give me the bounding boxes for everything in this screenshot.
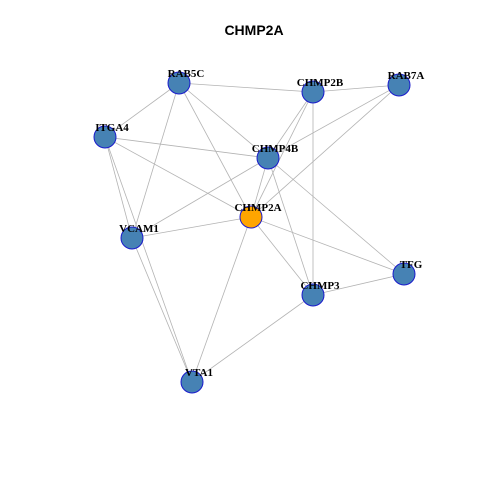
edge-chmp2a-vcam1 (131, 216, 252, 239)
edge-chmp2a-vta1 (191, 216, 252, 383)
node-chmp4b: CHMP4B (252, 143, 299, 170)
node-rab5c: RAB5C (167, 68, 205, 95)
edge-itga4-vcam1 (104, 136, 133, 239)
node-chmp2b: CHMP2B (297, 77, 344, 104)
edge-chmp3-vta1 (191, 294, 314, 383)
edge-chmp4b-chmp3 (267, 157, 314, 296)
node-chmp3: CHMP3 (300, 280, 340, 307)
edge-chmp3-tfg (312, 273, 405, 296)
graph-title: CHMP2A (224, 22, 283, 38)
edge-rab7a-chmp4b (267, 84, 400, 159)
node-label-rab7a: RAB7A (388, 70, 425, 82)
edge-rab5c-chmp2b (178, 82, 314, 93)
node-vta1: VTA1 (180, 367, 213, 394)
node-label-tfg: TFG (400, 259, 423, 271)
node-label-rab5c: RAB5C (168, 68, 205, 80)
node-circle-itga4 (93, 125, 117, 149)
edge-rab5c-chmp4b (178, 82, 269, 159)
node-circle-chmp3 (301, 283, 325, 307)
node-tfg: TFG (392, 259, 423, 286)
edge-rab5c-itga4 (104, 82, 180, 138)
edge-chmp2a-tfg (250, 216, 405, 275)
node-label-vcam1: VCAM1 (119, 223, 159, 235)
edge-chmp2b-rab7a (312, 84, 400, 93)
node-circle-chmp4b (256, 146, 280, 170)
node-itga4: ITGA4 (93, 122, 129, 149)
node-vcam1: VCAM1 (119, 223, 159, 250)
node-rab7a: RAB7A (387, 70, 425, 97)
node-label-chmp4b: CHMP4B (252, 143, 299, 155)
edge-chmp4b-vcam1 (131, 157, 269, 239)
node-circle-chmp2b (301, 80, 325, 104)
edge-rab5c-vcam1 (131, 82, 180, 239)
node-chmp2a: CHMP2A (234, 202, 282, 229)
node-circle-rab5c (167, 71, 191, 95)
edge-rab5c-chmp2a (178, 82, 252, 218)
edge-itga4-vta1 (104, 136, 193, 383)
node-circle-vcam1 (120, 226, 144, 250)
node-label-vta1: VTA1 (185, 367, 213, 379)
node-label-itga4: ITGA4 (95, 122, 129, 134)
edge-chmp4b-tfg (267, 157, 405, 275)
node-circle-tfg (392, 262, 416, 286)
node-label-chmp2b: CHMP2B (297, 77, 344, 89)
node-label-chmp3: CHMP3 (300, 280, 340, 292)
edge-vcam1-vta1 (131, 237, 193, 383)
node-circle-rab7a (387, 73, 411, 97)
edge-chmp2b-chmp4b (267, 91, 314, 159)
node-label-chmp2a: CHMP2A (234, 202, 281, 214)
edge-rab7a-chmp2a (250, 84, 400, 218)
edge-itga4-chmp4b (104, 136, 269, 159)
edge-chmp2b-chmp2a (250, 91, 314, 218)
edge-itga4-chmp2a (104, 136, 252, 218)
node-circle-chmp2a (239, 205, 263, 229)
edges-layer (104, 82, 405, 383)
node-circle-vta1 (180, 370, 204, 394)
edge-chmp2a-chmp3 (250, 216, 314, 296)
